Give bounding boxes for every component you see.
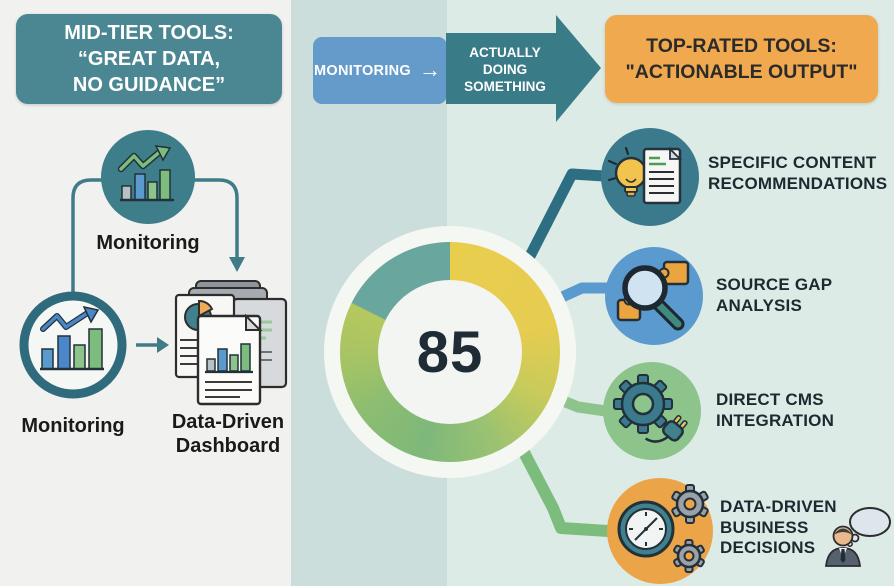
top-rated-header-line: TOP-RATED TOOLS: xyxy=(646,35,837,57)
top-rated-header: TOP-RATED TOOLS: "ACTIONABLE OUTPUT" xyxy=(605,15,878,103)
mid-tier-header-line: NO GUIDANCE” xyxy=(72,74,226,96)
gear-plug-icon xyxy=(603,362,701,460)
action-banner-line: ACTUALLY xyxy=(469,44,541,60)
item-label-business-decisions: DATA-DRIVEN BUSINESS DECISIONS xyxy=(720,497,837,559)
magnifier-puzzle-icon xyxy=(605,247,703,345)
flow-arrow-icon xyxy=(136,337,169,353)
item-label-line: INTEGRATION xyxy=(716,410,835,430)
compass-gears-icon xyxy=(607,478,713,584)
score-ring-center: 85 xyxy=(378,280,522,424)
monitoring-top-label: Monitoring xyxy=(96,232,200,254)
mid-tier-header-line: “GREAT DATA, xyxy=(77,48,221,70)
action-arrow-head-icon xyxy=(556,15,601,122)
dashboard-label-line: Dashboard xyxy=(175,435,281,457)
item-label-line: SOURCE GAP xyxy=(716,275,833,294)
item-label-line: DATA-DRIVEN xyxy=(720,497,837,516)
monitoring-banner-label: MONITORING xyxy=(314,62,411,79)
monitoring-ring-icon xyxy=(19,291,127,399)
monitoring-banner: MONITORING → xyxy=(313,37,447,104)
action-banner-line: SOMETHING xyxy=(464,78,546,94)
score-value: 85 xyxy=(416,319,484,385)
item-label-source-gap: SOURCE GAP ANALYSIS xyxy=(716,275,832,316)
dashboard-label-line: Data-Driven xyxy=(171,411,285,433)
mid-tier-header-line: MID-TIER TOOLS: xyxy=(64,22,234,44)
item-label-line: SPECIFIC CONTENT xyxy=(708,153,877,172)
monitoring-chart-icon xyxy=(101,130,195,224)
connector-item-4 xyxy=(511,433,614,537)
dashboard-label: Data-Driven Dashboard xyxy=(157,410,299,458)
item-label-specific-content: SPECIFIC CONTENT RECOMMENDATIONS xyxy=(708,153,887,194)
businessman-icon xyxy=(824,507,891,567)
item-label-line: ANALYSIS xyxy=(716,295,802,315)
action-arrow-body xyxy=(446,33,558,104)
action-banner: ACTUALLY DOING SOMETHING xyxy=(444,38,566,100)
item-label-line: RECOMMENDATIONS xyxy=(708,173,888,193)
item-label-cms-integration: DIRECT CMS INTEGRATION xyxy=(716,390,834,431)
monitoring-bottom-label: Monitoring xyxy=(21,415,125,437)
dashboard-documents-icon xyxy=(174,280,288,406)
item-label-line: DIRECT CMS xyxy=(716,390,824,409)
mid-tier-header: MID-TIER TOOLS: “GREAT DATA, NO GUIDANCE… xyxy=(16,14,282,104)
item-label-line: BUSINESS xyxy=(720,517,809,537)
right-arrow-icon: → xyxy=(419,56,441,82)
connector-item-1 xyxy=(521,168,610,268)
top-rated-header-line: "ACTIONABLE OUTPUT" xyxy=(625,61,858,83)
lightbulb-document-icon xyxy=(601,128,699,226)
action-banner-line: DOING xyxy=(482,61,528,77)
item-label-line: DECISIONS xyxy=(720,538,816,557)
